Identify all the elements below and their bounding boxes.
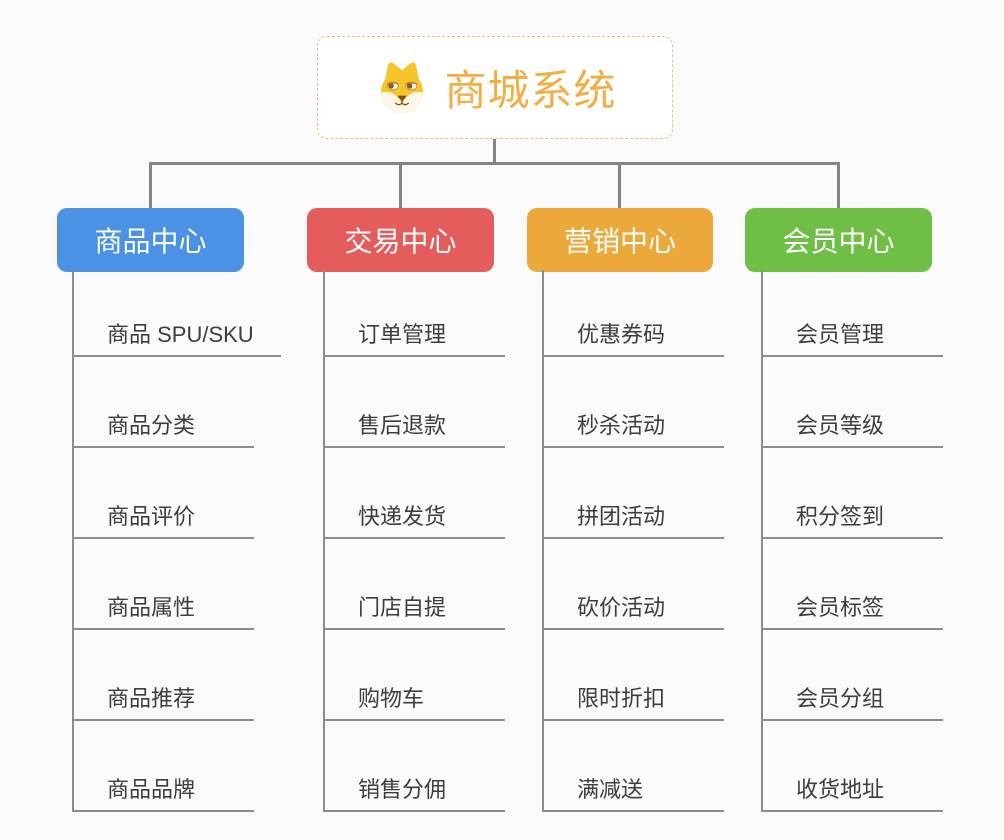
child-node[interactable]: 商品属性 bbox=[74, 539, 254, 630]
child-node[interactable]: 满减送 bbox=[544, 721, 724, 812]
branch-children-member-center: 会员管理 会员等级 积分签到 会员标签 会员分组 收货地址 bbox=[761, 270, 943, 812]
tree-connector-drop bbox=[618, 162, 621, 210]
tree-connector-drop bbox=[149, 162, 152, 210]
branch-label: 营销中心 bbox=[563, 226, 676, 257]
child-node[interactable]: 收货地址 bbox=[763, 721, 943, 812]
branch-label: 商品中心 bbox=[94, 226, 207, 257]
branch-node-member-center[interactable]: 会员中心 bbox=[745, 208, 932, 272]
branch-node-product-center[interactable]: 商品中心 bbox=[57, 208, 244, 272]
branch-node-marketing-center[interactable]: 营销中心 bbox=[527, 208, 713, 272]
child-node[interactable]: 砍价活动 bbox=[544, 539, 724, 630]
tree-connector-drop bbox=[399, 162, 402, 210]
child-node[interactable]: 商品 SPU/SKU bbox=[74, 270, 281, 357]
child-node[interactable]: 商品品牌 bbox=[74, 721, 254, 812]
child-node[interactable]: 会员管理 bbox=[763, 270, 943, 357]
branch-label: 交易中心 bbox=[344, 226, 457, 257]
child-node[interactable]: 会员分组 bbox=[763, 630, 943, 721]
branch-children-product-center: 商品 SPU/SKU 商品分类 商品评价 商品属性 商品推荐 商品品牌 bbox=[72, 270, 281, 812]
branch-label: 会员中心 bbox=[782, 226, 895, 257]
child-node[interactable]: 快递发货 bbox=[325, 448, 505, 539]
tree-connector-drop bbox=[837, 162, 840, 210]
child-node[interactable]: 秒杀活动 bbox=[544, 357, 724, 448]
child-node[interactable]: 购物车 bbox=[325, 630, 505, 721]
child-node[interactable]: 商品分类 bbox=[74, 357, 254, 448]
child-node[interactable]: 限时折扣 bbox=[544, 630, 724, 721]
child-node[interactable]: 拼团活动 bbox=[544, 448, 724, 539]
branch-children-marketing-center: 优惠券码 秒杀活动 拼团活动 砍价活动 限时折扣 满减送 bbox=[542, 270, 724, 812]
child-node[interactable]: 售后退款 bbox=[325, 357, 505, 448]
child-node[interactable]: 订单管理 bbox=[325, 270, 505, 357]
root-title: 商城系统 bbox=[444, 67, 617, 114]
root-node[interactable]: 商城系统 bbox=[317, 36, 673, 139]
dog-face-icon bbox=[381, 61, 424, 113]
child-node[interactable]: 优惠券码 bbox=[544, 270, 724, 357]
branch-node-trade-center[interactable]: 交易中心 bbox=[307, 208, 494, 272]
child-node[interactable]: 会员等级 bbox=[763, 357, 943, 448]
child-node[interactable]: 门店自提 bbox=[325, 539, 505, 630]
child-node[interactable]: 销售分佣 bbox=[325, 721, 505, 812]
child-node[interactable]: 积分签到 bbox=[763, 448, 943, 539]
branch-children-trade-center: 订单管理 售后退款 快递发货 门店自提 购物车 销售分佣 bbox=[323, 270, 505, 812]
tree-connector-rail bbox=[149, 162, 840, 165]
tree-connector-root-drop bbox=[493, 138, 496, 164]
child-node[interactable]: 会员标签 bbox=[763, 539, 943, 630]
child-node[interactable]: 商品评价 bbox=[74, 448, 254, 539]
child-node[interactable]: 商品推荐 bbox=[74, 630, 254, 721]
